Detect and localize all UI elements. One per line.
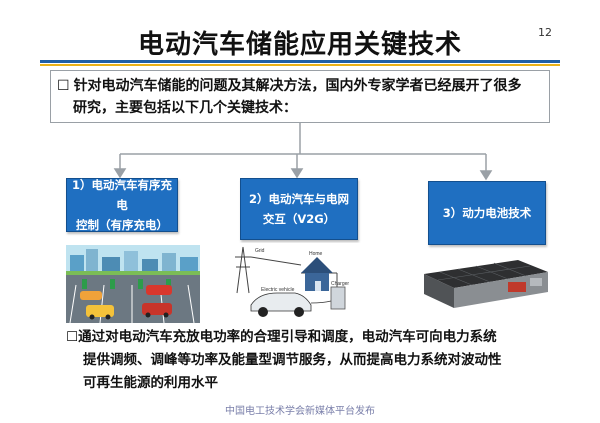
key-tech-box-1: 1）电动汽车有序充电 控制（有序充电） (66, 178, 178, 232)
checkbox-bullet-icon: ☐ (57, 78, 70, 94)
battery-pack-image (418, 252, 552, 318)
intro-line-1: ☐针对电动汽车储能的问题及其解决方法，国内外专家学者已经展开了很多 (57, 75, 543, 97)
key-tech-box-3-label: 3）动力电池技术 (442, 206, 532, 220)
intro-box: ☐针对电动汽车储能的问题及其解决方法，国内外专家学者已经展开了很多 研究，主要包… (50, 70, 550, 123)
key-tech-box-1-line1: 1）电动汽车有序充电 (71, 178, 172, 212)
intro-line-2: 研究，主要包括以下几个关键技术： (73, 100, 297, 116)
v2g-diagram: Grid Home Charger Electric vehicle (231, 243, 367, 325)
title-rule-yellow (40, 64, 560, 66)
v2g-label-home: Home (309, 251, 323, 257)
v2g-label-ev: Electric vehicle (261, 287, 295, 293)
footer-credit: 中国电工技术学会新媒体平台发布 (225, 406, 375, 417)
charging-station-illustration (66, 245, 200, 323)
key-tech-box-3: 3）动力电池技术 (428, 181, 546, 245)
intro-text-1: 针对电动汽车储能的问题及其解决方法，国内外专家学者已经展开了很多 (73, 78, 522, 94)
key-tech-box-2-line1: 2）电动汽车与电网 (248, 192, 349, 206)
key-tech-box-1-line2: 控制（有序充电） (76, 218, 168, 232)
summary-line-3: 可再生能源的利用水平 (83, 375, 218, 391)
checkbox-bullet-icon: ☐ (66, 329, 79, 345)
page-number: 12 (538, 26, 552, 39)
summary-line-2: 提供调频、调峰等功率及能量型调节服务，从而提高电力系统对波动性 (83, 352, 502, 368)
key-tech-box-2: 2）电动汽车与电网 交互（V2G） (240, 178, 358, 240)
summary-text-1: 通过对电动汽车充放电功率的合理引导和调度，电动汽车可向电力系统 (78, 329, 497, 345)
title-rule-blue (40, 60, 560, 63)
key-tech-box-2-line2: 交互（V2G） (262, 212, 336, 226)
v2g-label-charger: Charger (331, 281, 349, 287)
summary-line-1: ☐通过对电动汽车充放电功率的合理引导和调度，电动汽车可向电力系统 (66, 326, 556, 349)
summary-block: ☐通过对电动汽车充放电功率的合理引导和调度，电动汽车可向电力系统 提供调频、调峰… (66, 326, 556, 395)
slide-title: 电动汽车储能应用关键技术 (137, 30, 462, 60)
v2g-label-grid: Grid (255, 248, 265, 254)
